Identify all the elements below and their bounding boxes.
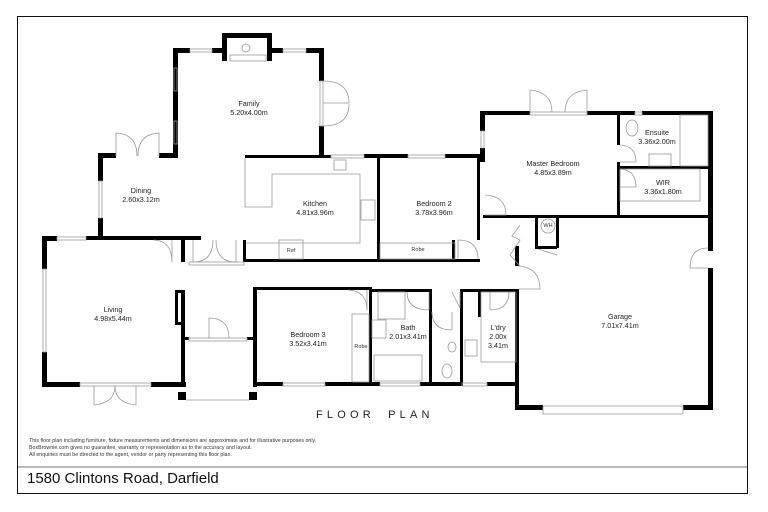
property-address: 1580 Clintons Road, Darfield (27, 470, 219, 487)
room-name: Dining (130, 186, 152, 195)
robe-bedroom-3-label: Robe (354, 344, 368, 350)
room-kitchen: Kitchen 4.81x3.96m (296, 199, 334, 217)
room-size: 2.00x (489, 332, 507, 341)
room-bath: Bath 2.01x3.41m (389, 323, 427, 341)
room-name: Ensuite (645, 128, 669, 137)
plan-title: FLOOR PLAN (316, 409, 434, 421)
room-size: 4.98x5.44m (94, 314, 132, 323)
room-size: 3.41m (488, 341, 508, 350)
room-size: 3.78x3.96m (415, 208, 453, 217)
disclaimer-line: All enquiries must be directed to the ag… (29, 452, 232, 458)
room-size: 4.85x3.89m (534, 168, 572, 177)
room-size: 7.01x7.41m (601, 321, 639, 330)
room-name: Kitchen (303, 199, 327, 208)
disclaimer-line: BoxBrownie.com gives no guarantee, warra… (29, 445, 252, 451)
room-bedroom-2: Bedroom 2 3.78x3.96m (415, 199, 453, 217)
footer-divider (18, 466, 747, 468)
room-wir: WIR 3.36x1.80m (644, 178, 682, 196)
room-size: 3.36x1.80m (644, 187, 682, 196)
room-dining: Dining 2.60x3.12m (122, 186, 160, 204)
room-name: Master Bedroom (526, 159, 580, 168)
room-name: Bedroom 3 (290, 330, 326, 339)
room-size: 2.01x3.41m (389, 332, 427, 341)
room-size: 4.81x3.96m (296, 208, 334, 217)
room-laundry: L'dry 2.00x 3.41m (488, 323, 508, 350)
room-name: Family (238, 99, 260, 108)
robe-bedroom-2-label: Robe (411, 247, 425, 253)
room-name: Bath (400, 323, 416, 332)
disclaimer: This floor plan including furniture, fix… (29, 438, 316, 459)
room-size: 5.20x4.00m (230, 108, 268, 117)
room-name: Bedroom 2 (416, 199, 452, 208)
room-name: Living (103, 305, 123, 314)
fridge-label: Ref (286, 248, 296, 254)
room-master-bedroom: Master Bedroom 4.85x3.89m (526, 159, 579, 177)
room-name: L'dry (490, 323, 506, 332)
water-heater-label: WH (543, 223, 553, 229)
room-size: 2.60x3.12m (122, 195, 160, 204)
room-living: Living 4.98x5.44m (94, 305, 132, 323)
disclaimer-line: This floor plan including furniture, fix… (29, 438, 317, 444)
room-name: WIR (656, 178, 670, 187)
room-bedroom-3: Bedroom 3 3.52x3.41m (289, 330, 327, 348)
room-garage: Garage 7.01x7.41m (601, 312, 639, 330)
room-family: Family 5.20x4.00m (230, 99, 268, 117)
room-name: Garage (608, 312, 632, 321)
room-ensuite: Ensuite 3.36x2.00m (638, 128, 676, 146)
room-size: 3.52x3.41m (289, 339, 327, 348)
room-size: 3.36x2.00m (638, 137, 676, 146)
